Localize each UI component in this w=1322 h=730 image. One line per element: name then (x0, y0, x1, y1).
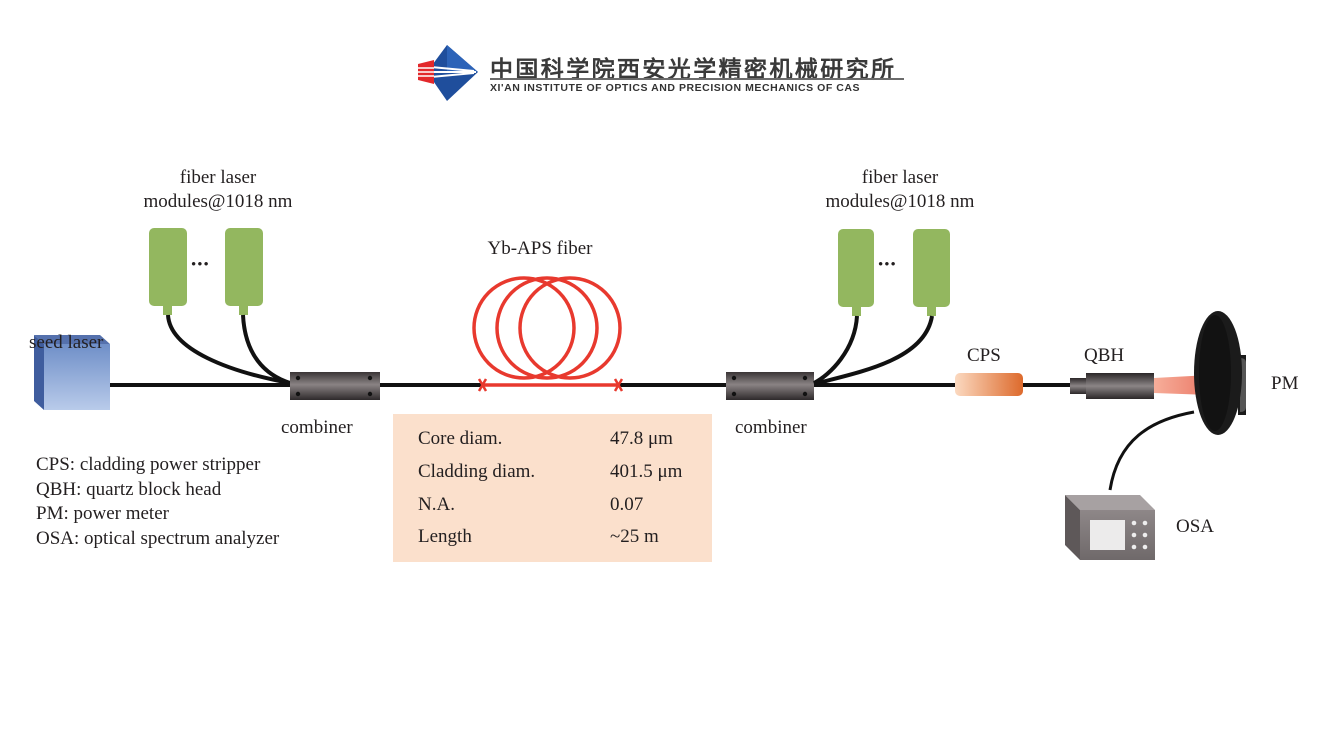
spec-name-cladding: Cladding diam. (418, 461, 536, 482)
label-cps: CPS (967, 345, 1001, 366)
quartz-block-head-icon (1070, 373, 1154, 399)
spec-value-core: 47.8 μm (610, 428, 673, 449)
spec-value-na: 0.07 (610, 494, 644, 515)
spec-name-core: Core diam. (418, 428, 503, 449)
combiner-icon-right (726, 372, 814, 400)
label-combiner-right: combiner (735, 417, 807, 438)
pump-module-icon-right-1 (838, 229, 874, 316)
combiner-icon-left (290, 372, 380, 400)
pump-fiber-left-2 (241, 314, 291, 385)
label-osa: OSA (1176, 516, 1215, 537)
ellipsis-right: ••• (878, 257, 897, 273)
logo-divider (490, 78, 904, 80)
cable-pm-to-osa (1108, 410, 1195, 491)
pump-fiber-right-1 (813, 315, 859, 385)
pump-module-icon-left-1 (149, 228, 187, 315)
spec-value-length: ~25 m (610, 526, 659, 547)
label-gain-fiber: Yb-APS fiber (487, 238, 593, 259)
legend-item-cps: CPS: cladding power stripper (36, 454, 261, 475)
label-pump-right-line1: fiber laser (861, 167, 939, 188)
label-combiner-left: combiner (281, 417, 353, 438)
label-pump-right-line2: modules@1018 nm (825, 191, 975, 212)
label-seed-laser: seed laser (29, 332, 104, 353)
pump-module-icon-left-2 (225, 228, 263, 315)
institute-name-english: XI'AN INSTITUTE OF OPTICS AND PRECISION … (490, 82, 861, 94)
fiber-coil-icon (472, 276, 624, 392)
spec-name-na: N.A. (418, 494, 455, 515)
pump-module-icon-right-2 (913, 229, 950, 316)
power-meter-icon (1194, 311, 1246, 435)
fiber-spec-table: Core diam. 47.8 μm Cladding diam. 401.5 … (393, 414, 712, 562)
spec-name-length: Length (418, 526, 472, 547)
label-pump-left-line1: fiber laser (179, 167, 257, 188)
abbreviation-legend: CPS: cladding power stripper QBH: quartz… (36, 453, 279, 551)
spec-value-cladding: 401.5 μm (610, 461, 683, 482)
label-pm: PM (1271, 373, 1299, 394)
ellipsis-left: ••• (191, 257, 210, 273)
legend-item-qbh: QBH: quartz block head (36, 478, 222, 500)
pump-fiber-left-1 (166, 314, 291, 385)
label-pump-left-line2: modules@1018 nm (143, 191, 293, 212)
cladding-power-stripper-icon (955, 373, 1023, 396)
legend-item-pm: PM: power meter (36, 503, 169, 524)
seed-laser-box-icon (34, 335, 110, 410)
optical-spectrum-analyzer-icon (1065, 495, 1155, 560)
legend-item-osa: OSA: optical spectrum analyzer (36, 527, 280, 549)
label-qbh: QBH (1084, 345, 1125, 366)
pump-fiber-right-2 (813, 315, 934, 386)
